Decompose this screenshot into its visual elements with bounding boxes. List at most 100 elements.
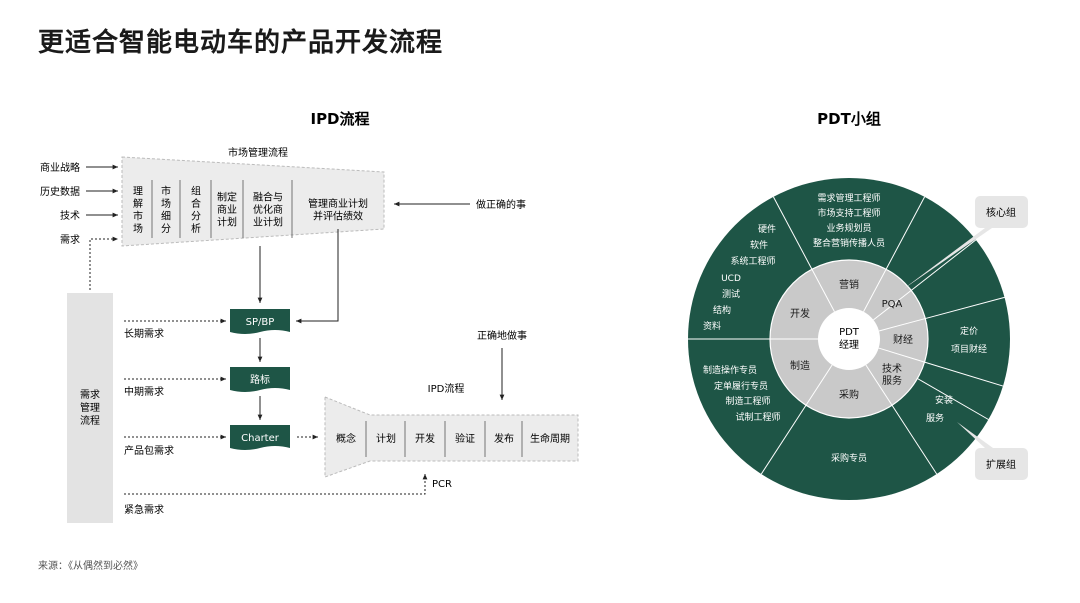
pcr-label: PCR bbox=[432, 479, 452, 490]
demand-mgmt-label: 管理 bbox=[80, 401, 100, 414]
inner-divider bbox=[805, 364, 833, 406]
market-step-label: 市 bbox=[133, 209, 143, 222]
demand-mgmt-label: 流程 bbox=[80, 414, 100, 427]
outer-divider bbox=[772, 196, 813, 270]
outer-role: 软件 bbox=[750, 239, 768, 251]
pdt-heading: PDT小组 bbox=[817, 110, 881, 128]
dev-phase: 验证 bbox=[455, 432, 475, 445]
demand-label: 长期需求 bbox=[124, 328, 164, 340]
market-step-label: 解 bbox=[133, 197, 143, 210]
outer-role: 定价 bbox=[960, 325, 978, 337]
inner-divider bbox=[811, 269, 835, 312]
market-step-label: 合 bbox=[191, 197, 201, 210]
outer-role: 安装 bbox=[935, 394, 953, 406]
market-step-label: 优化商 bbox=[253, 203, 283, 216]
core-group-callout bbox=[975, 196, 1028, 228]
page-title: 更适合智能电动车的产品开发流程 bbox=[38, 28, 444, 58]
do-right-things-label: 做正确的事 bbox=[476, 198, 526, 211]
gate-sp-bp bbox=[230, 309, 290, 334]
market-step-label: 分 bbox=[161, 223, 171, 235]
outer-role: 项目财经 bbox=[951, 343, 987, 355]
input-label: 需求 bbox=[60, 234, 80, 246]
outer-role: 市场支持工程师 bbox=[817, 207, 880, 219]
inner-divider bbox=[873, 289, 912, 321]
gate-charter bbox=[230, 425, 290, 450]
extended-group-callout bbox=[975, 448, 1028, 480]
market-step-label: 理 bbox=[133, 185, 143, 197]
outer-role: 整合营销传播人员 bbox=[813, 237, 885, 249]
inner-role: 技术 bbox=[882, 362, 902, 375]
market-step-label: 管理商业计划 bbox=[308, 197, 368, 210]
demand-label: 紧急需求 bbox=[124, 503, 164, 516]
market-step-label: 场 bbox=[133, 222, 143, 235]
outer-role: 服务 bbox=[926, 412, 944, 424]
demand-mgmt-bar bbox=[67, 293, 113, 523]
outer-role: 业务规划员 bbox=[826, 222, 871, 234]
outer-divider bbox=[917, 378, 989, 420]
do-things-right-label: 正确地做事 bbox=[477, 329, 527, 342]
dev-phase: 开发 bbox=[415, 432, 435, 445]
pdt-center-label: PDT bbox=[839, 327, 860, 338]
outer-role: 试制工程师 bbox=[735, 411, 780, 423]
market-step-label: 并评估绩效 bbox=[313, 209, 363, 222]
outer-role: 资料 bbox=[703, 320, 721, 332]
dev-funnel bbox=[324, 396, 579, 478]
dev-phase: 计划 bbox=[376, 432, 396, 445]
core-group-pointer bbox=[902, 228, 992, 290]
outer-divider bbox=[924, 361, 1004, 387]
market-step-label: 细 bbox=[161, 209, 171, 222]
demand-mgmt-label: 需求 bbox=[80, 389, 100, 401]
input-label: 历史数据 bbox=[40, 185, 80, 198]
source-note: 来源：《从偶然到必然》 bbox=[38, 561, 143, 572]
pdt-center bbox=[818, 308, 880, 370]
outer-role: 定单履行专员 bbox=[714, 380, 768, 392]
market-step-label: 场 bbox=[161, 197, 171, 210]
market-step-label: 组 bbox=[191, 184, 201, 197]
outer-role: 需求管理工程师 bbox=[817, 192, 880, 204]
outer-divider bbox=[885, 196, 926, 270]
inner-role: 财经 bbox=[893, 333, 913, 346]
market-step-label: 分 bbox=[191, 210, 201, 222]
ipd-heading: IPD流程 bbox=[310, 110, 369, 128]
gate-label: 路标 bbox=[250, 373, 270, 386]
pdt-wheel bbox=[688, 178, 1010, 500]
core-group-label: 核心组 bbox=[986, 206, 1016, 219]
outer-role: 系统工程师 bbox=[730, 255, 775, 267]
market-step-label: 析 bbox=[191, 222, 201, 235]
outer-role: 硬件 bbox=[758, 223, 776, 235]
dev-phase: 发布 bbox=[494, 432, 514, 445]
dev-phase: 概念 bbox=[336, 432, 356, 445]
pdt-center-label: 经理 bbox=[839, 338, 859, 351]
outer-divider bbox=[891, 404, 938, 475]
market-step-label: 市 bbox=[161, 184, 171, 197]
inner-role: PQA bbox=[882, 299, 903, 310]
outer-role: 测试 bbox=[722, 288, 740, 300]
inner-divider bbox=[878, 318, 926, 332]
market-step-label: 计划 bbox=[217, 216, 237, 229]
outer-divider bbox=[910, 239, 977, 291]
outer-role: 制造工程师 bbox=[725, 395, 770, 407]
inner-divider bbox=[863, 269, 887, 312]
market-funnel bbox=[121, 156, 385, 247]
ipd-flow-label: IPD流程 bbox=[428, 382, 465, 395]
gate-roadmap bbox=[230, 367, 290, 392]
market-step-label: 商业 bbox=[217, 203, 237, 216]
market-step-label: 业计划 bbox=[253, 216, 283, 229]
market-step-label: 融合与 bbox=[253, 191, 283, 204]
outer-role: 结构 bbox=[713, 304, 731, 316]
inner-role: 服务 bbox=[882, 374, 902, 387]
outer-role: 采购专员 bbox=[831, 452, 867, 464]
inner-role: 采购 bbox=[839, 388, 859, 401]
extended-group-label: 扩展组 bbox=[986, 458, 1016, 471]
gate-label: Charter bbox=[241, 433, 280, 444]
extended-group-pointer bbox=[957, 422, 993, 448]
inner-divider bbox=[865, 364, 893, 406]
outer-divider bbox=[760, 404, 807, 475]
dev-phase: 生命周期 bbox=[530, 432, 570, 445]
inner-role: 制造 bbox=[790, 359, 810, 372]
demand-label: 产品包需求 bbox=[124, 444, 174, 457]
inner-role: 开发 bbox=[790, 307, 810, 320]
input-label: 技术 bbox=[60, 209, 80, 222]
outer-divider bbox=[925, 296, 1005, 320]
